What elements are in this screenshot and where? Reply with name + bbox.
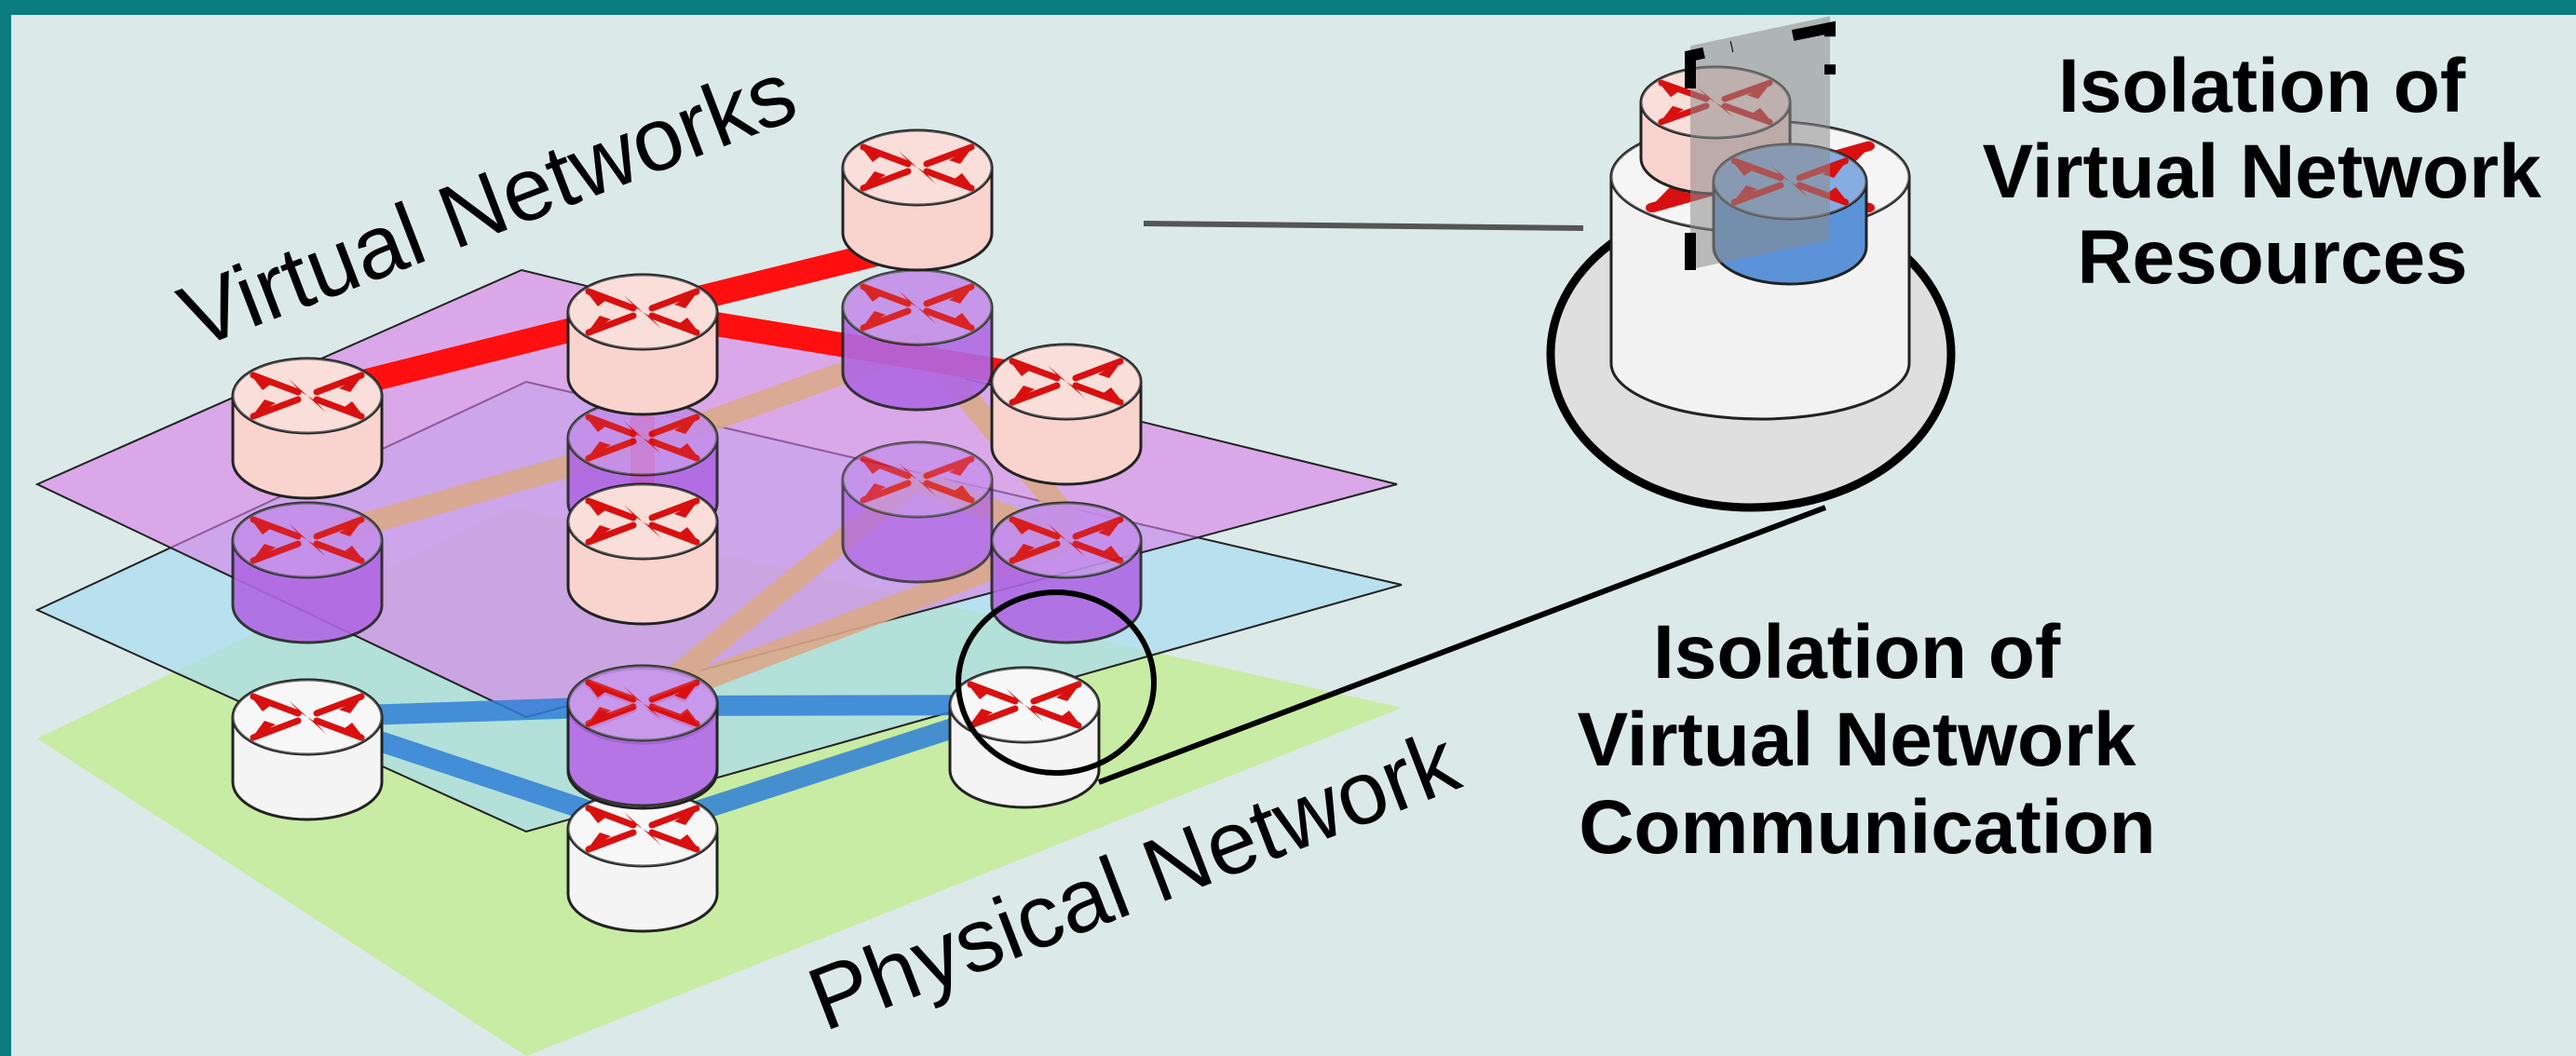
virtual-router-purple bbox=[841, 440, 994, 584]
isolation-resources-label: Isolation of Virtual Network Resources bbox=[1983, 44, 2563, 300]
frame-left bbox=[0, 0, 11, 1056]
physical-router bbox=[948, 666, 1101, 809]
virtual-router-purple bbox=[231, 501, 384, 644]
callout-line-lower bbox=[1097, 505, 1827, 785]
callout-line-upper bbox=[1143, 221, 1584, 231]
physical-router bbox=[566, 790, 719, 933]
zoom-callout bbox=[956, 16, 1956, 785]
isolation-wall-border bbox=[1685, 20, 1836, 270]
virtual-router-pink bbox=[566, 273, 719, 416]
virtual-router-pink bbox=[841, 129, 994, 272]
isolation-wall bbox=[1690, 16, 1830, 270]
isolation-communication-label: Isolation of Virtual Network Communicati… bbox=[1578, 610, 2158, 870]
virtual-router-pink bbox=[231, 357, 384, 500]
physical-router bbox=[231, 678, 384, 821]
virtual-router-purple bbox=[566, 664, 719, 807]
highlight-circle bbox=[956, 589, 1157, 776]
network-routers bbox=[231, 129, 1143, 933]
virtual-router-pink bbox=[566, 482, 719, 626]
virtual-router-purple bbox=[841, 268, 994, 412]
virtual-router-purple bbox=[990, 501, 1143, 644]
virtual-router-pink bbox=[990, 343, 1143, 486]
frame-top bbox=[11, 0, 2576, 15]
